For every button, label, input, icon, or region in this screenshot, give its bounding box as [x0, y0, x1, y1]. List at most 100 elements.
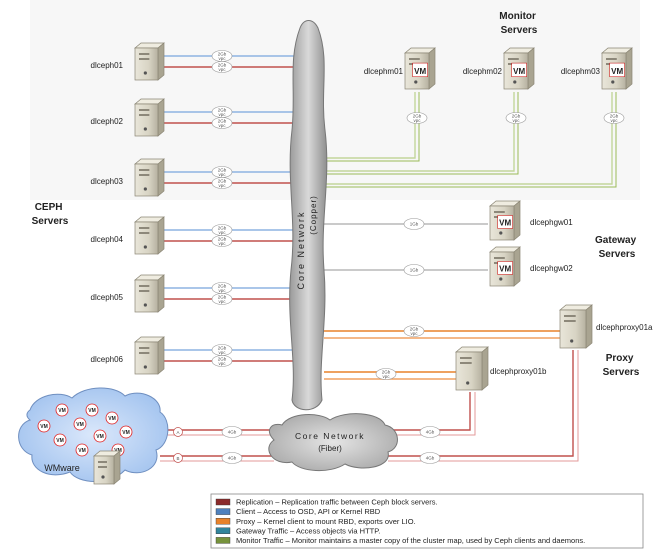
vm-tag-box	[497, 261, 513, 275]
server-drive-slot	[508, 58, 519, 60]
core-fiber-subtitle: (Fiber)	[318, 444, 342, 453]
server-power-led	[499, 277, 503, 281]
server-power-led	[143, 303, 147, 307]
speed-label: 2Gb	[218, 345, 227, 350]
wmware-vm: VM	[119, 425, 133, 439]
proxy-heading-line1: Proxy	[606, 353, 634, 364]
vpc-label: vpc	[218, 230, 226, 235]
speed-badge-oval	[211, 235, 233, 247]
server-power-led	[570, 339, 574, 343]
wmware-vm: VM	[73, 417, 87, 431]
speed-badge-oval	[221, 452, 243, 464]
core-copper-title: Core Network	[296, 210, 306, 289]
wmware-vm: VM	[85, 403, 99, 417]
server-side	[157, 98, 165, 137]
vpc-label: vpc	[218, 299, 226, 304]
speed-badge-oval	[419, 452, 441, 464]
vm-circle	[73, 417, 87, 431]
legend-box	[210, 493, 644, 549]
traffic-legend: Replication – Replication traffic betwee…	[210, 493, 644, 549]
ceph-server-3	[134, 158, 165, 197]
monitor-server-1: VM	[404, 47, 436, 90]
legend-text: Replication – Replication traffic betwee…	[236, 498, 438, 507]
vm-circle	[105, 411, 119, 425]
monitor-heading-line2: Servers	[501, 25, 538, 36]
server-side	[513, 200, 521, 241]
ceph-server-label: dlceph06	[91, 355, 124, 364]
speed-label: 4Gb	[228, 456, 237, 461]
speed-label: 2Gb	[610, 113, 619, 118]
speed-badge-oval	[211, 117, 233, 129]
gateway-server-label: dlcephgw02	[530, 264, 573, 273]
legend-swatch	[215, 508, 231, 515]
server-side	[481, 346, 489, 391]
speed-badge-oval	[603, 112, 625, 124]
vm-circle	[55, 403, 69, 417]
vm-label: VM	[78, 448, 86, 454]
gateway-heading-line1: Gateway	[595, 235, 637, 246]
server-drive-slot	[494, 257, 505, 259]
wmware-vm-group: VMVMVMVMVMVMVMVMVMVM	[37, 403, 133, 457]
proxy-servers-heading: Proxy Servers	[603, 353, 640, 378]
servers-layer: dlceph01dlceph02dlceph03dlceph04dlceph05…	[91, 42, 653, 485]
speed-badge-oval	[221, 426, 243, 438]
monitor-server-3: VM	[601, 47, 633, 90]
vm-label: VM	[40, 424, 48, 430]
fiber-speed-badge: 4Gb	[221, 426, 243, 438]
server-side	[513, 246, 521, 287]
server-side	[157, 336, 165, 375]
fiber-speed-badge: 4Gb	[419, 452, 441, 464]
ceph-server-2	[134, 98, 165, 137]
wmware-cloud: VMVMVMVMVMVMVMVMVMVM WMware	[18, 387, 169, 482]
server-side	[157, 42, 165, 81]
legend-row: Proxy – Kernel client to mount RBD, expo…	[215, 517, 416, 526]
background-texture	[30, 0, 640, 200]
ceph-server-label: dlceph05	[91, 293, 124, 302]
vpc-label: vpc	[218, 123, 226, 128]
server-drive-slot	[139, 227, 150, 229]
speed-label: 2Gb	[218, 356, 227, 361]
vm-label: VM	[88, 408, 96, 414]
server-side	[527, 47, 535, 90]
gateway-servers-heading: Gateway Servers	[595, 235, 639, 260]
vm-circle	[93, 429, 107, 443]
vpc-label: vpc	[512, 118, 520, 123]
server-power-led	[143, 187, 147, 191]
proxy-server-01b	[455, 346, 489, 391]
speed-badge-oval	[211, 177, 233, 189]
server-drive-slot	[139, 53, 150, 55]
legend-row: Client – Access to OSD, API or Kernel RB…	[215, 507, 381, 516]
core-network-copper: Core Network (Copper)	[289, 20, 328, 411]
speed-label: 2Gb	[218, 51, 227, 56]
server-drive-slot	[139, 290, 150, 292]
fiber-port: A	[173, 427, 183, 437]
vm-tag-box	[412, 62, 428, 78]
server-drive-slot	[139, 58, 150, 60]
server-front	[93, 455, 115, 485]
speed-badge-oval	[406, 112, 428, 124]
server-drive-slot	[139, 174, 150, 176]
server-side	[157, 216, 165, 255]
vpc-label: vpc	[218, 67, 226, 72]
vm-circle	[85, 403, 99, 417]
legend-text: Proxy – Kernel client to mount RBD, expo…	[236, 517, 416, 526]
monitor-heading-line1: Monitor	[499, 11, 536, 22]
monitor-server-label: dlcephm02	[463, 67, 503, 76]
ceph-server-1	[134, 42, 165, 81]
fiber-speed-badge: 4Gb	[419, 426, 441, 438]
monitor-server-2: VM	[503, 47, 535, 90]
port-label: A	[176, 430, 179, 435]
ceph-server-5	[134, 274, 165, 313]
ceph-heading-line2: Servers	[32, 216, 69, 227]
server-power-led	[101, 475, 105, 479]
vm-circle	[75, 443, 89, 457]
vm-circle	[53, 433, 67, 447]
